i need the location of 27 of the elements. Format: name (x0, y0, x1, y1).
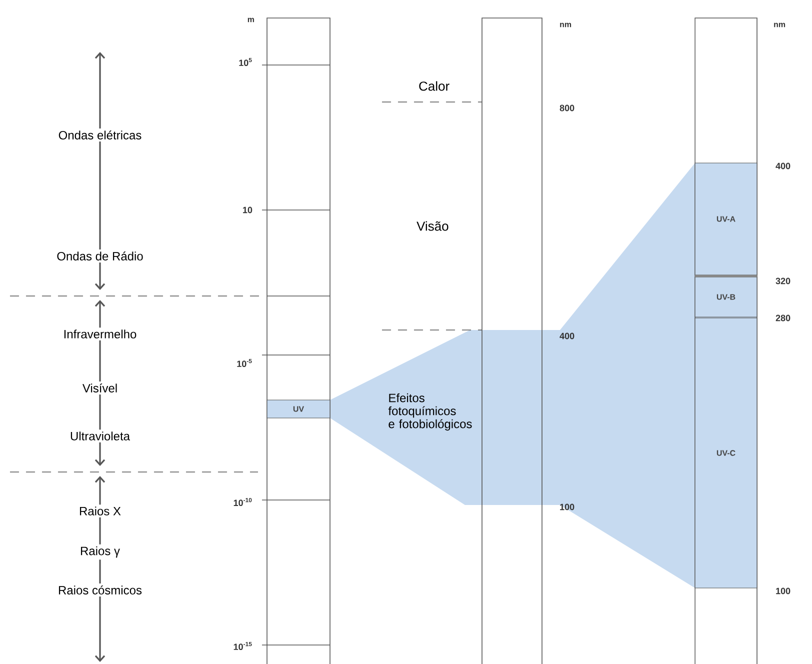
spectrum-label: Ondas de Rádio (54, 250, 146, 262)
region-label: Visão (416, 221, 448, 231)
scale-label: 10$^{-15}$ (234, 642, 252, 650)
region-label: Calor (419, 81, 450, 91)
scale-unit: m (248, 18, 254, 22)
scale-label: 800 (560, 104, 574, 112)
band-box: UV-B (694, 276, 758, 318)
spectrum-label: Raios X (77, 504, 124, 518)
scale-label: 320 (776, 278, 790, 284)
spectrum-label: Ondas elétricas (56, 128, 144, 142)
scale-unit: nm (774, 22, 786, 28)
scale-label: 400 (776, 162, 790, 170)
spectrum-label: Ultravioleta (68, 430, 132, 442)
scale-label: 280 (776, 314, 790, 322)
spectrum-label: Raios γ (78, 544, 122, 560)
scale-label: 10$^{-10}$ (234, 498, 252, 506)
spectrum-label: Visível (80, 382, 120, 394)
spectrum-label: Raios cósmicos (56, 584, 144, 596)
scale-label: 100 (560, 504, 574, 510)
scale-label: 400 (560, 332, 574, 340)
scale-unit: nm (560, 22, 572, 28)
scale-label: 10 (243, 206, 252, 214)
scale-label: 10$^{5}$ (239, 58, 252, 66)
scale-label: 100 (776, 588, 790, 594)
scale-label: 10$^{-5}$ (237, 358, 252, 368)
band-box: UV (266, 400, 330, 418)
spectrum-label: Infravermelho (61, 328, 139, 340)
